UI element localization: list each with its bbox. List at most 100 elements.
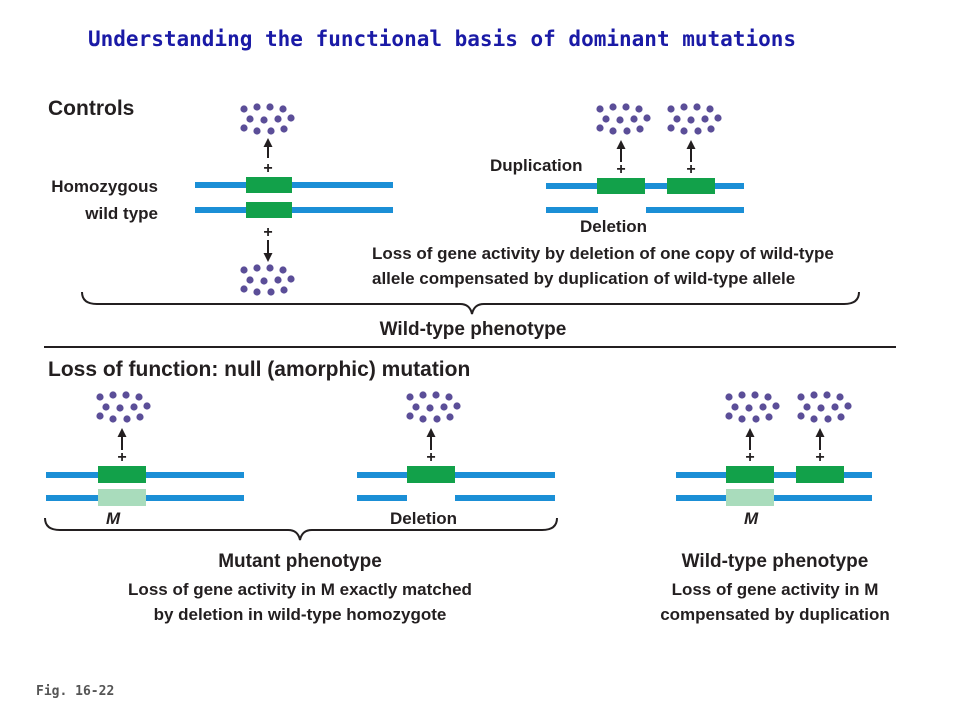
gene-product-dot (412, 403, 420, 411)
gene-product-dot (609, 127, 617, 135)
product-dots-cluster (96, 391, 151, 423)
gene-product-dot (266, 264, 274, 272)
mutant-caption-line1: Loss of gene activity in M exactly match… (128, 580, 472, 599)
controls-caption-line2: allele compensated by duplication of wil… (372, 269, 795, 288)
gene-product-dot (135, 393, 143, 401)
gene-product-dot (440, 403, 448, 411)
gene-product-dot (96, 412, 104, 420)
gene-product-dot (246, 276, 254, 284)
product-dots-cluster (240, 103, 295, 135)
wild-type-allele-symbol: + (117, 449, 126, 466)
gene-product-dot (280, 286, 288, 294)
gene-product-dot (765, 413, 773, 421)
gene-product-dot (824, 415, 832, 423)
mutant-caption-line2: by deletion in wild-type homozygote (154, 605, 447, 624)
gene-product-dot (636, 125, 644, 133)
mutant-brace (44, 517, 558, 541)
slide-title: Understanding the functional basis of do… (88, 27, 796, 51)
gene-product-dot (274, 115, 282, 123)
gene-product-dot (130, 403, 138, 411)
controls-phenotype: Wild-type phenotype (380, 319, 567, 340)
gene-product-dot (643, 114, 651, 122)
gene-product-dot (240, 124, 248, 132)
product-dots-cluster (406, 391, 461, 423)
gene-product-dot (143, 402, 151, 410)
gene-product-dot (267, 127, 275, 135)
gene-wild-type-duplicate (667, 178, 715, 194)
gene-product-dot (687, 116, 695, 124)
gene-product-dot (810, 415, 818, 423)
gene-product-dot (240, 285, 248, 293)
gene-product-dot (280, 125, 288, 133)
gene-product-dot (279, 105, 287, 113)
wild-type-allele-symbol: + (745, 449, 754, 466)
gene-product-dot (836, 393, 844, 401)
gene-product-dot (772, 402, 780, 410)
mutant-phenotype: Mutant phenotype (218, 551, 382, 572)
gene-product-dot (433, 415, 441, 423)
gene-product-dot (419, 391, 427, 399)
gene-product-dot (609, 103, 617, 111)
chromosome-deletion-right (646, 207, 744, 213)
gene-product-dot (714, 114, 722, 122)
arrow-head-icon (426, 428, 436, 437)
gene-product-dot (738, 415, 746, 423)
gene-wild-type (98, 466, 146, 483)
wild-type-allele-symbol: + (426, 449, 435, 466)
figure-label: Fig. 16-22 (36, 684, 114, 699)
gene-product-dot (274, 276, 282, 284)
homozygous-label-line2: wild type (84, 204, 158, 223)
gene-product-dot (240, 105, 248, 113)
gene-product-dot (616, 116, 624, 124)
chromosome-deletion-right (455, 495, 555, 501)
gene-product-dot (602, 115, 610, 123)
duplication-label: Duplication (490, 156, 583, 175)
gene-product-dot (759, 403, 767, 411)
gene-product-dot (246, 115, 254, 123)
homozygous-label-line1: Homozygous (51, 177, 158, 196)
gene-product-dot (406, 393, 414, 401)
gene-mutant-m (726, 489, 774, 506)
gene-product-dot (764, 393, 772, 401)
wild-type-caption-line1: Loss of gene activity in M (672, 580, 879, 599)
gene-product-dot (123, 415, 131, 423)
gene-product-dot (725, 412, 733, 420)
gene-product-dot (667, 105, 675, 113)
gene-product-dot (823, 391, 831, 399)
gene-mutant-m (98, 489, 146, 506)
product-dots-cluster (596, 103, 651, 135)
arrow-head-icon (117, 428, 127, 437)
chromosome-homozygous-top (195, 182, 393, 188)
controls-heading: Controls (48, 97, 134, 120)
controls-caption-line1: Loss of gene activity by deletion of one… (372, 244, 834, 263)
gene-product-dot (253, 127, 261, 135)
gene-product-dot (752, 415, 760, 423)
gene-product-dot (109, 391, 117, 399)
gene-product-dot (706, 105, 714, 113)
gene-product-dot (837, 413, 845, 421)
controls-brace (81, 291, 860, 315)
gene-product-dot (635, 105, 643, 113)
gene-wild-type (246, 177, 292, 193)
gene-product-dot (122, 391, 130, 399)
gene-product-dot (673, 115, 681, 123)
gene-product-dot (630, 115, 638, 123)
gene-product-dot (680, 103, 688, 111)
wild-type-allele-symbol: + (815, 449, 824, 466)
product-dots-cluster (725, 391, 780, 423)
gene-product-dot (817, 404, 825, 412)
arrow-head-icon (263, 253, 273, 262)
gene-wild-type (246, 202, 292, 218)
gene-product-dot (116, 404, 124, 412)
deletion-label: Deletion (580, 217, 647, 236)
mutant-allele-label: M (744, 509, 759, 528)
gene-product-dot (831, 403, 839, 411)
chromosome-homozygous-bottom (195, 207, 393, 213)
gene-product-dot (279, 266, 287, 274)
gene-product-dot (287, 114, 295, 122)
gene-product-dot (253, 264, 261, 272)
gene-product-dot (406, 412, 414, 420)
gene-product-dot (694, 127, 702, 135)
gene-product-dot (109, 415, 117, 423)
